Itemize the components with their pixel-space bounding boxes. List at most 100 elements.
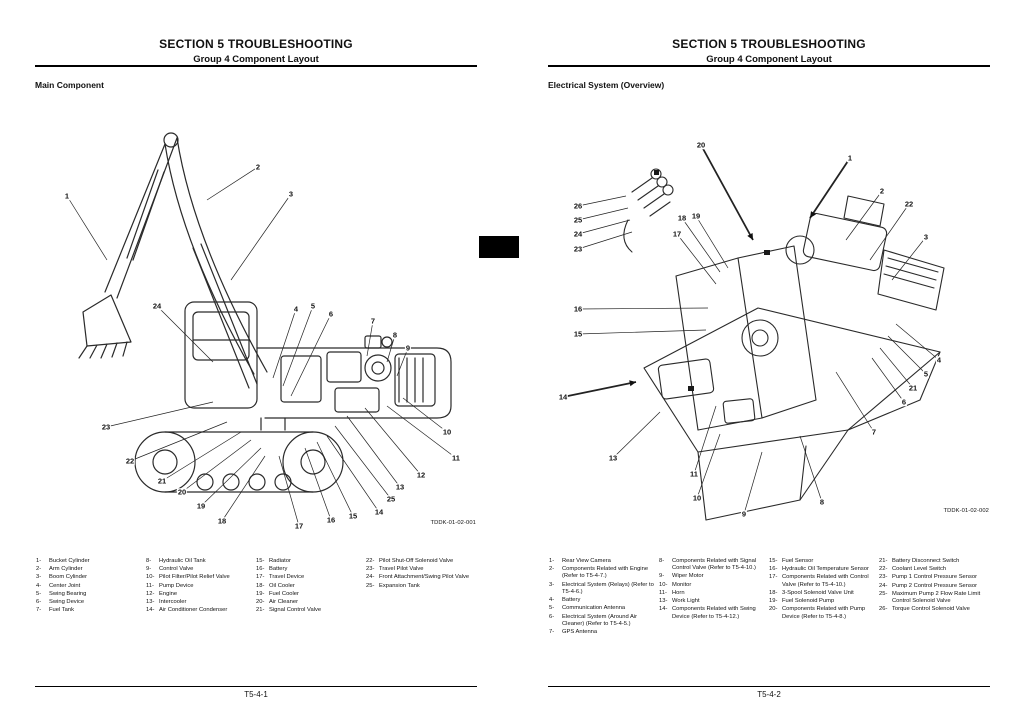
legend-item-label: Bucket Cylinder [49,558,90,564]
callout-number: 5 [922,369,930,379]
legend-item-number: 26- [879,606,888,613]
callout-number: 1 [63,191,71,201]
legend-item-number: 3- [549,581,555,588]
legend-item-label: Air Conditioner Condenser [159,607,228,614]
legend-item-number: 24- [879,582,888,589]
legend-item: 4-Center Joint [36,583,142,590]
figure-id: TDDK-01-02-002 [943,508,989,514]
legend-item: 8-Components Related with Signal Control… [659,558,765,572]
legend-item-number: 8- [146,558,152,564]
legend-item: 2-Components Related with Engine (Refer … [549,566,655,580]
callout-number: 11 [451,453,461,463]
callout-number: 6 [327,309,335,319]
legend-item: 24-Pump 2 Control Pressure Sensor [879,583,985,590]
callout-number: 25 [385,494,397,504]
page-number: T5-4-2 [757,690,781,699]
callout-number: 23 [100,422,112,432]
legend-item: 5-Communication Antenna [549,605,655,612]
legend-item: 23-Travel Pilot Valve [366,566,472,573]
legend-item-number: 7- [36,607,42,614]
legend-item: 10-Monitor [659,582,765,589]
legend-item: 10-Pilot Filter/Pilot Relief Valve [146,574,252,581]
legend-item-number: 13- [659,598,668,605]
callout-number: 26 [572,201,584,211]
callout-number: 20 [176,487,188,497]
callout-number: 6 [900,397,908,407]
legend-item-label: Control Valve [159,566,194,573]
callout-number: 1 [846,153,854,163]
header-rule [35,65,477,67]
callout-number: 18 [216,516,228,526]
legend-item: 23-Pump 1 Control Pressure Sensor [879,574,985,581]
callout-number: 25 [572,215,584,225]
legend-item: 13-Work Light [659,598,765,605]
callout-number: 13 [607,453,619,463]
legend-item-number: 11- [659,589,667,596]
legend-item: 7-Fuel Tank [36,607,142,614]
callout-number: 22 [124,456,136,466]
legend-column: 15- Fuel Sensor 16- Hydraulic Oil Temperatu… [769,558,879,637]
legend-item-number: 2- [549,566,555,573]
callout-number: 18 [676,213,688,223]
callout-number: 16 [325,515,337,525]
legend-item-label: Maximum Pump 2 Flow Rate Limit Control S… [892,590,981,605]
legend-item-label: Front Attachment/Swing Pilot Valve [379,574,470,581]
legend-item-label: Electrical System (Around Air Cleaner) (… [562,613,638,627]
legend-item-label: Horn [672,589,685,596]
page-right: SECTION 5 TROUBLESHOOTING Group 4 Compon… [548,0,993,723]
legend-item-label: Components Related with Signal Control V… [672,558,757,572]
electrical-overview-drawing [623,168,945,521]
legend-item-label: Engine [159,590,178,597]
legend-item: 4-Battery [549,597,655,604]
group-title: Group 4 Component Layout [706,54,832,65]
legend-item-number: 16- [769,566,778,573]
footer-rule [548,686,990,687]
legend-item-label: Electrical System (Relays) (Refer to T5-… [562,581,654,595]
callout-number: 23 [572,244,584,254]
callout-number: 5 [309,301,317,311]
legend-item-label: Hydraulic Oil Temperature Sensor [782,566,869,573]
callout-number: 24 [572,229,584,239]
figure-id: TDDK-01-02-001 [430,520,476,526]
legend-item-label: Fuel Sensor [782,558,814,564]
callout-number: 13 [394,482,406,492]
callout-number: 24 [151,301,163,311]
callout-number: 2 [878,186,886,196]
legend-item-number: 16- [256,566,265,573]
legend-item-number: 4- [36,582,42,589]
legend-item: 3- Electrical System (Relays) (Refer to T… [549,582,655,596]
callout-number: 14 [373,507,385,517]
legend-item-number: 4- [549,597,555,604]
legend-item-label: Hydraulic Oil Tank [159,558,206,564]
legend-item-label: Communication Antenna [562,605,626,612]
legend-item: 25-Maximum Pump 2 Flow Rate Limit Contro… [879,591,985,605]
legend-item-number: 15- [769,558,778,564]
callout-number: 7 [870,427,878,437]
footer-rule [35,686,477,687]
legend-item-label: Travel Pilot Valve [379,566,424,573]
legend-item-number: 1- [549,558,555,564]
page-left: SECTION 5 TROUBLESHOOTING Group 4 Compon… [35,0,480,723]
legend-item-label: Pump Device [159,582,194,589]
legend-item: 18-3-Spool Solenoid Valve Unit [769,590,875,597]
legend-item: 20-Air Cleaner [256,599,362,606]
legend-item: 19-Fuel Solenoid Pump [769,598,875,605]
legend-item-number: 25- [366,582,375,589]
legend-item-label: Air Cleaner [269,599,298,606]
callout-number: 22 [903,199,915,209]
legend-item: 24-Front Attachment/Swing Pilot Valve [366,574,472,581]
section-title: SECTION 5 TROUBLESHOOTING [159,37,353,51]
callout-number: 2 [254,162,262,172]
callout-number: 20 [695,140,707,150]
legend-item: 8- Hydraulic Oil Tank [146,558,252,565]
legend-column: 8-Components Related with Signal Control… [659,558,769,637]
legend-item: 14-Air Conditioner Condenser [146,607,252,614]
legend-item-label: Signal Control Valve [269,607,322,614]
callout-number: 8 [818,497,826,507]
legend-item-number: 18- [769,589,778,596]
legend-item-number: 15- [256,558,265,564]
callout-number: 10 [441,427,453,437]
